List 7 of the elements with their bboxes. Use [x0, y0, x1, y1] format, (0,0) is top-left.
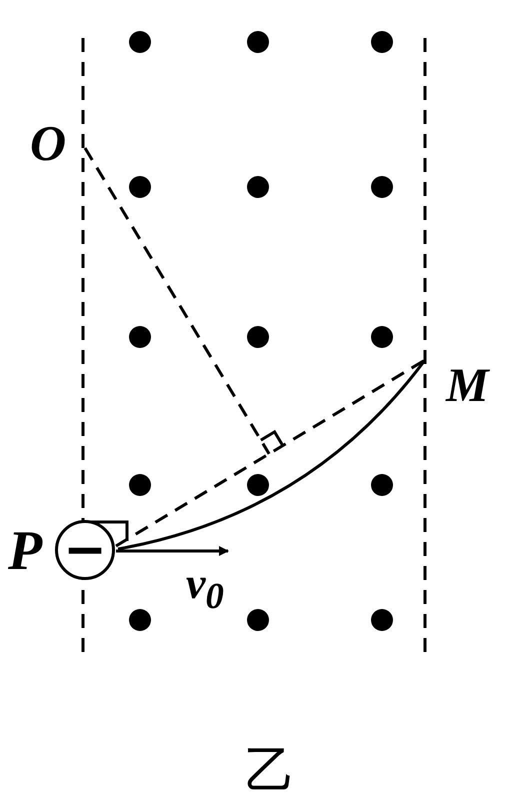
velocity-label: v$_{0}$	[186, 562, 224, 614]
point-label: O	[30, 118, 66, 168]
dashed-line	[84, 147, 270, 455]
charged-particle: −	[55, 520, 115, 580]
figure-label: 乙	[245, 745, 295, 795]
point-label: M	[446, 362, 489, 410]
point-label: P	[8, 523, 42, 579]
